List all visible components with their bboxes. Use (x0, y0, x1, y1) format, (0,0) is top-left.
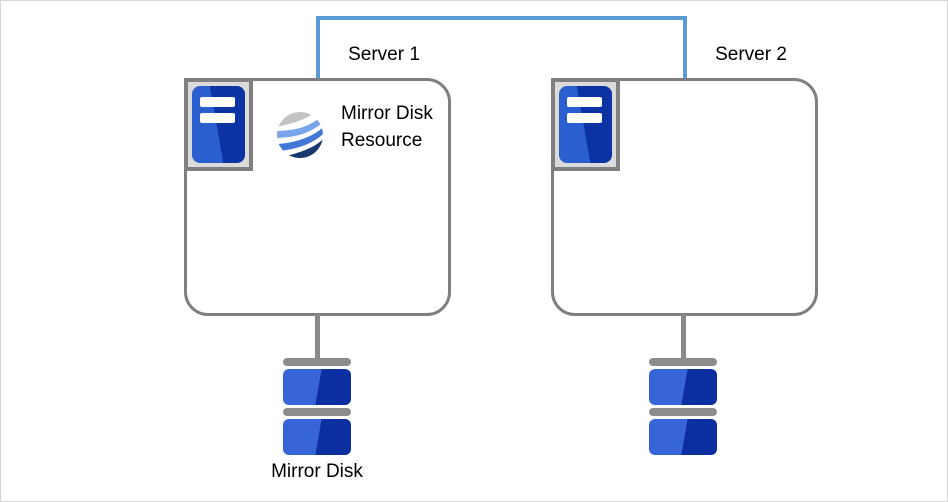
disk-cap (649, 358, 717, 366)
disk-stack-icon (649, 358, 717, 455)
tower-drive-bay (567, 113, 602, 123)
tower-drive-bay (567, 97, 602, 107)
tower-body (192, 86, 245, 163)
disk-stack-icon (283, 358, 351, 455)
disk-cap (283, 358, 351, 366)
disk-stem (681, 314, 686, 362)
server1-label: Server 1 (348, 44, 420, 65)
interconnect-line-left-drop (316, 16, 320, 78)
tower-drive-bay (200, 113, 235, 123)
interconnect-line-right-drop (683, 16, 687, 78)
tower-drive-bay (200, 97, 235, 107)
disk-platter (649, 369, 717, 405)
mirror-disk-resource-icon (277, 112, 323, 158)
server-tower-icon (184, 78, 253, 171)
disk-platter (283, 419, 351, 455)
disk-divider (649, 408, 717, 416)
disk-divider (283, 408, 351, 416)
server-tower-icon (551, 78, 620, 171)
mirror-disk-label: Mirror Disk (271, 461, 363, 482)
disk-stem (315, 314, 320, 362)
interconnect-line (316, 16, 687, 20)
mirror-disk-resource-label: Mirror Disk Resource (341, 103, 433, 151)
disk-platter (649, 419, 717, 455)
disk-platter (283, 369, 351, 405)
server2-label: Server 2 (715, 44, 787, 65)
tower-body (559, 86, 612, 163)
